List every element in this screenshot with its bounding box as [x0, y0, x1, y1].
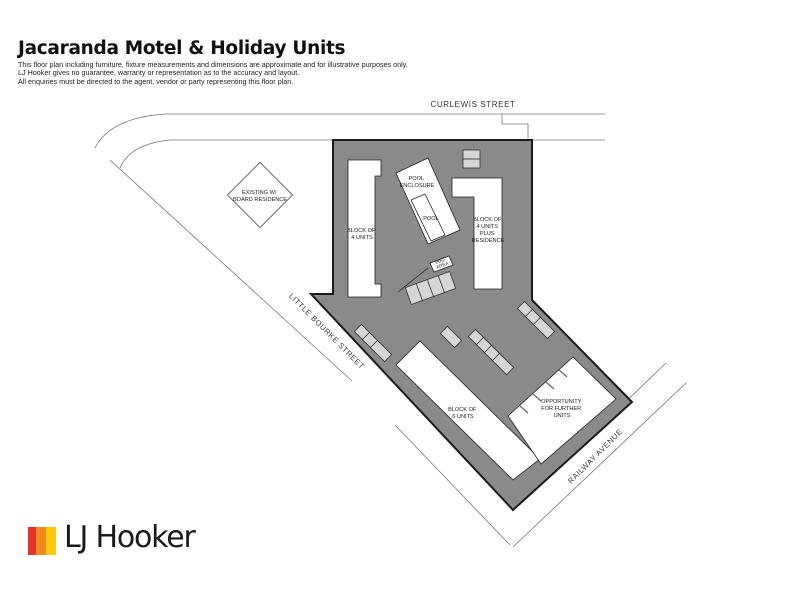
parking-bay	[491, 352, 515, 376]
label-line: BBQ	[434, 257, 445, 265]
pool-label: POOL	[423, 216, 439, 222]
label-line: EXISTING W/	[242, 190, 277, 196]
parking-bay	[369, 339, 393, 363]
lj-hooker-stripes-icon	[28, 527, 56, 555]
curlewis-street-south-edge	[119, 139, 333, 169]
logo-stripe-red	[28, 527, 36, 555]
label-line: POOL	[409, 176, 424, 182]
label-line: AREA	[435, 260, 449, 269]
label-line: OPPORTUNITY	[541, 399, 582, 405]
pool	[410, 193, 446, 242]
little-bourke-street-edge	[109, 159, 353, 382]
block-west-building	[347, 159, 382, 298]
bbq-area-label: BBQ AREA	[434, 256, 450, 270]
disclaimer-line: LJ Hooker gives no guarantee, warranty o…	[18, 68, 300, 78]
parking-bay	[437, 270, 457, 294]
building-labels: BLOCK OF 4 UNITS POOL ENCLOSURE POOL BLO…	[347, 176, 583, 420]
label-line: ENCLOSURE	[400, 183, 435, 189]
existing-residence-label: EXISTING W/ BOARD RESIDENCE	[233, 190, 287, 203]
block-east-building	[451, 177, 503, 290]
parking-bay	[439, 325, 463, 349]
label-line: BLOCK OF	[473, 217, 502, 223]
block-south-label: BLOCK OF 6 UNITS	[448, 407, 478, 420]
parking-bay	[462, 149, 481, 160]
label-line: UNITS	[554, 413, 571, 419]
curlewis-street-north-edge	[94, 113, 605, 149]
label-line: FOR FURTHER	[541, 406, 581, 412]
label-line: 4 UNITS	[476, 224, 498, 230]
existing-residence-outline	[226, 161, 294, 229]
page-title: Jacaranda Motel & Holiday Units	[18, 38, 346, 59]
block-east-label: BLOCK OF 4 UNITS PLUS RESIDENCE	[472, 217, 505, 244]
parking-bay	[532, 316, 556, 340]
label-line: RESIDENCE	[472, 238, 505, 244]
bbq-area-rail	[397, 267, 429, 293]
logo-stripe-orange	[36, 527, 46, 555]
corner-path	[501, 114, 529, 140]
logo-stripe-yellow	[46, 527, 56, 555]
label-line: PLUS	[480, 231, 495, 237]
bbq-area-outline	[429, 255, 454, 273]
curlewis-street-label: CURLEWIS STREET	[430, 100, 515, 109]
lj-hooker-logo: LJ Hooker	[28, 520, 218, 560]
block-west-label: BLOCK OF 4 UNITS	[347, 228, 377, 241]
disclaimer: This floor plan including furniture, fix…	[18, 60, 408, 86]
label-line: 6 UNITS	[452, 414, 474, 420]
parking-bay	[462, 158, 481, 169]
block-south-building	[395, 340, 541, 481]
pool-enclosure-label: POOL ENCLOSURE	[400, 176, 435, 189]
label-line: BLOCK OF	[347, 228, 376, 234]
railway-avenue-edge-outer	[512, 382, 687, 548]
opportunity-notches	[519, 369, 568, 414]
parking-bays	[353, 149, 556, 376]
disclaimer-line: All enquiries must be directed to the ag…	[18, 76, 294, 86]
site-front-path	[394, 424, 511, 546]
opportunity-label: OPPORTUNITY FOR FURTHER UNITS	[541, 399, 583, 419]
label-line: BLOCK OF	[448, 407, 477, 413]
disclaimer-line: This floor plan including furniture, fix…	[18, 60, 408, 69]
opportunity-area	[507, 356, 617, 465]
existing-residence: EXISTING W/ BOARD RESIDENCE	[226, 161, 294, 229]
label-line: BOARD RESIDENCE	[233, 197, 287, 203]
label-line: 4 UNITS	[351, 235, 373, 241]
logo-text: LJ Hooker	[64, 520, 196, 555]
